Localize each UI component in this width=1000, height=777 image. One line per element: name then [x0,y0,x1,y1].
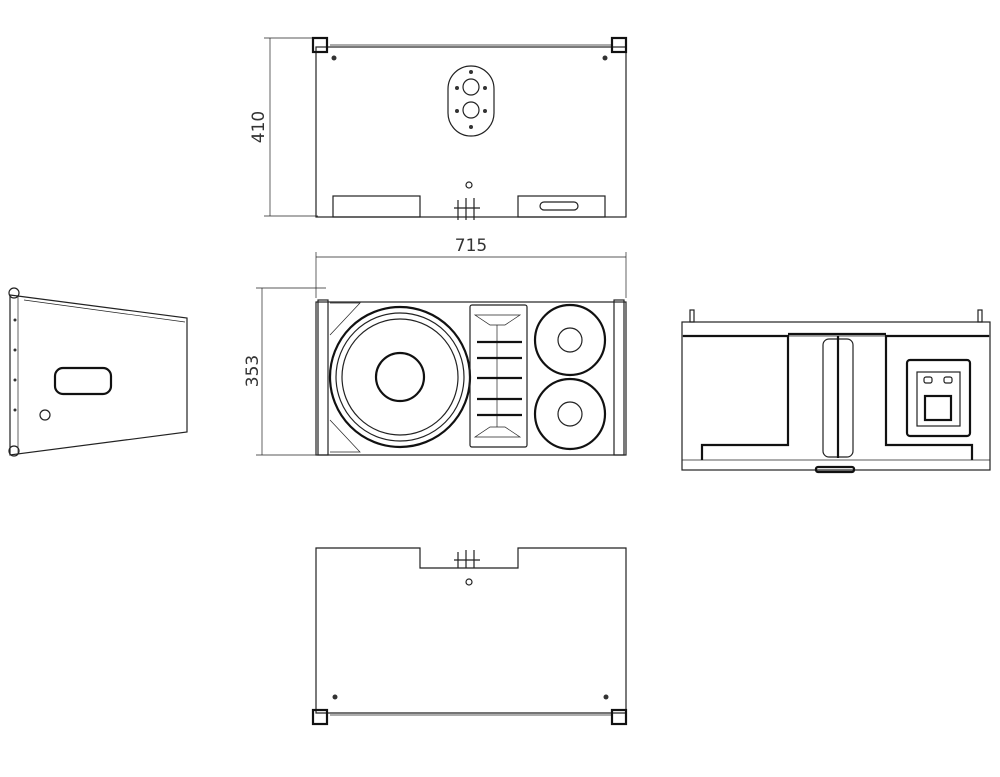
side-view [8,287,188,457]
depth-dimension-label: 410 [249,111,269,143]
height-dimension-label: 353 [243,355,263,387]
rear-view [681,309,991,474]
mid-driver-bottom [533,377,607,451]
top-view: 410 [249,36,628,220]
width-dimension-label: 715 [455,236,487,256]
front-view: 715 353 [243,236,627,456]
horn [469,304,528,448]
input-panel [905,358,972,438]
mid-driver-top [533,303,607,377]
bottom-view [311,547,628,726]
woofer [328,305,472,449]
